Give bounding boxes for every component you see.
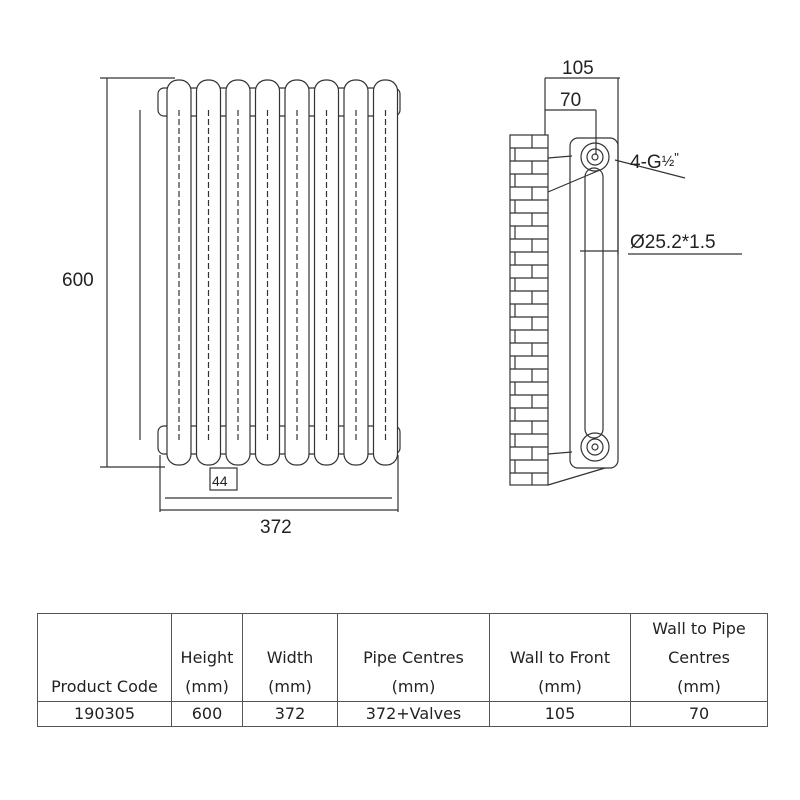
header-height: Height(mm) [171, 613, 243, 702]
technical-drawing: 600 372 44 105 70 4-G½" Ø25.2*1.5 [62, 58, 742, 538]
column-pitch-label: 44 [212, 473, 228, 489]
cell-wall-to-front: 105 [489, 701, 631, 727]
cell-wall-to-pipe-centres: 70 [630, 701, 768, 727]
tube-label: Ø25.2*1.5 [630, 232, 716, 253]
cell-width: 372 [242, 701, 338, 727]
width-label: 372 [260, 517, 292, 538]
connection-label: 4-G½" [630, 150, 679, 173]
cell-pipe-centres: 372+Valves [337, 701, 490, 727]
header-pipe-centres: Pipe Centres(mm) [337, 613, 490, 702]
header-wall-to-front: Wall to Front(mm) [489, 613, 631, 702]
height-label: 600 [62, 270, 94, 291]
cell-product-code: 190305 [37, 701, 172, 727]
front-view [100, 77, 401, 512]
cell-height: 600 [171, 701, 243, 727]
wall-to-pipe-label: 70 [560, 90, 581, 111]
table-row: 190305 600 372 372+Valves 105 70 [37, 701, 768, 727]
header-product-code: Product Code [37, 613, 172, 702]
pitch-dimension-box [209, 467, 238, 491]
radiator-section [569, 137, 619, 469]
header-width: Width(mm) [242, 613, 338, 702]
brick-wall [509, 134, 549, 486]
spec-table: Product Code Height(mm) Width(mm) Pipe C… [37, 613, 768, 727]
connection-leader [614, 159, 686, 179]
side-view [509, 77, 742, 486]
table-header-row: Product Code Height(mm) Width(mm) Pipe C… [37, 613, 768, 702]
wall-to-front-label: 105 [562, 58, 594, 79]
